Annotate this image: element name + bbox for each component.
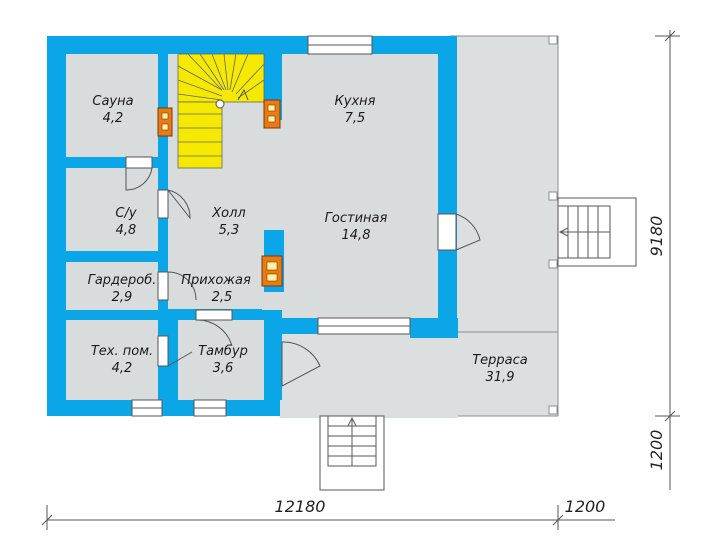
- area-wardrobe: 2,9: [112, 290, 133, 305]
- label-terrace: Терраса: [472, 353, 528, 368]
- stove-living: [261, 255, 283, 287]
- doors: [125, 156, 481, 387]
- area-wc: 4,8: [116, 223, 137, 238]
- label-wardrobe: Гардероб.: [88, 273, 157, 288]
- room-wc: [66, 168, 158, 251]
- room-living: [282, 54, 438, 319]
- label-entry: Прихожая: [181, 273, 251, 288]
- dimension-right: 9180 1200: [647, 30, 680, 490]
- label-sauna: Сауна: [92, 94, 133, 109]
- steps-right: [557, 197, 637, 267]
- area-terrace: 31,9: [486, 370, 515, 385]
- area-hall: 5,3: [219, 223, 240, 238]
- dim-bottom-extra: 1200: [565, 497, 606, 516]
- area-kitchen: 7,5: [345, 111, 366, 126]
- dim-bottom-main: 12180: [275, 497, 326, 516]
- dimension-bottom: 12180 1200: [41, 497, 615, 530]
- label-kitchen: Кухня: [335, 94, 376, 109]
- room-labels: Сауна 4,2 С/у 4,8 Гардероб. 2,9 Тех. пом…: [88, 94, 528, 385]
- label-living: Гостиная: [325, 211, 388, 226]
- stove-sauna: [157, 107, 173, 137]
- area-sauna: 4,2: [103, 111, 124, 126]
- label-vestibule: Тамбур: [198, 344, 248, 359]
- room-sauna: [66, 54, 158, 157]
- area-living: 14,8: [342, 228, 371, 243]
- label-tech: Тех. пом.: [91, 344, 153, 359]
- room-wardrobe: [66, 262, 158, 310]
- room-tech: [66, 320, 158, 400]
- label-hall: Холл: [211, 206, 245, 221]
- room-vestibule: [178, 320, 264, 400]
- windows: [131, 35, 411, 417]
- dim-right-extra: 1200: [647, 430, 666, 471]
- dim-right-main: 9180: [647, 216, 666, 257]
- label-wc: С/у: [115, 206, 136, 221]
- area-tech: 4,2: [112, 361, 133, 376]
- stove-kitchen: [263, 99, 281, 129]
- area-vestibule: 3,6: [213, 361, 234, 376]
- staircase: [177, 53, 265, 169]
- area-entry: 2,5: [212, 290, 233, 305]
- steps-bottom: [319, 415, 385, 491]
